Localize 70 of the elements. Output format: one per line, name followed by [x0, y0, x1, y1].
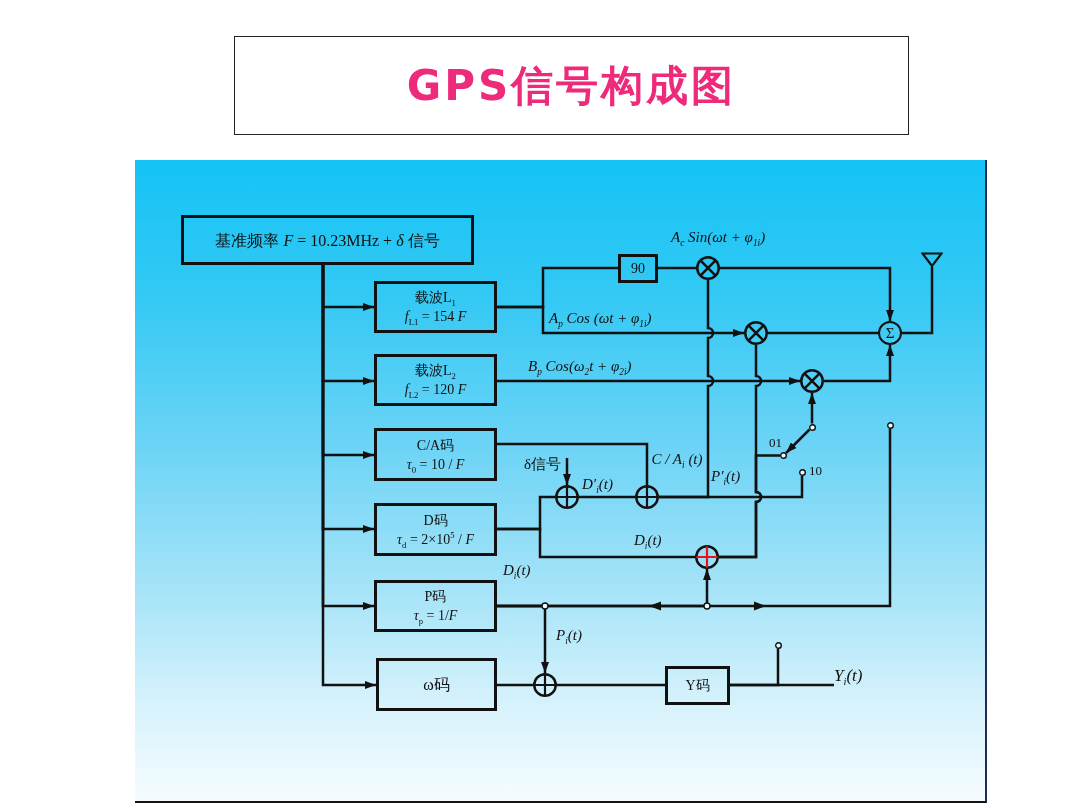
- connector-line: [579, 495, 635, 499]
- process-box: [665, 666, 730, 705]
- arrow: [808, 393, 816, 424]
- arrow: [824, 345, 894, 383]
- arrow: [497, 305, 744, 337]
- terminal-circle: [774, 641, 782, 649]
- signal-label: Y$_{i}$(t): [834, 664, 892, 690]
- connector-line: [557, 683, 665, 687]
- arrow: [720, 266, 894, 321]
- process-box: [374, 580, 497, 632]
- signal-label: C / A$_{i}$ (t): [651, 450, 703, 468]
- title: GPS信号构成图: [406, 59, 737, 112]
- connector-line: [659, 476, 804, 499]
- connector-line: [497, 442, 649, 485]
- box-label: D码: [423, 511, 448, 530]
- box-label: τ$_{d}$ = 2×10$^{5}$ / F: [397, 529, 474, 549]
- antenna-symbol: [921, 252, 943, 267]
- box-label: Y码: [685, 677, 710, 695]
- signal-label: D$_{i}$(t): [503, 561, 531, 579]
- process-box: [374, 428, 497, 481]
- process-box: [374, 354, 497, 406]
- modulo-2-adder-symbol: [635, 485, 659, 509]
- signal-label: B$_{p}$ Cos(ω$_{2}$t + φ$_{2i}$): [528, 357, 632, 375]
- box-label: P码: [424, 588, 447, 606]
- connector-line: [497, 683, 533, 687]
- process-box: [374, 281, 497, 333]
- connector-line: [658, 266, 696, 270]
- box-label: τ$_{p}$ = 1/F: [413, 607, 458, 625]
- box-label: 基准频率 F = 10.23MHz + δ 信号: [215, 230, 440, 250]
- signal-label: A$_{p}$ Cos (ωt + φ$_{1i}$): [549, 309, 652, 327]
- signal-label: D$_{i}$(t): [634, 531, 662, 549]
- multiplier-symbol: [800, 369, 824, 393]
- signal-label: D′$_{i}$(t): [582, 475, 613, 493]
- sum-sign: Σ: [885, 325, 895, 341]
- formula-label: A$_{c}$ Sin(ωt + φ$_{1i}$): [671, 228, 766, 246]
- contact-label: 10: [809, 462, 822, 480]
- arrow: [497, 377, 800, 385]
- multiplier-symbol: [744, 321, 768, 345]
- box-label: ω码: [423, 675, 450, 694]
- connector-line: [768, 331, 878, 335]
- process-box: [376, 658, 497, 711]
- box-label: 载波L$_{1}$: [415, 289, 456, 307]
- terminal-circle: [886, 421, 894, 429]
- switch-contact: [798, 469, 806, 476]
- connector-line: [730, 648, 780, 687]
- box-label: 载波L$_{2}$: [415, 362, 456, 380]
- box-label: 90: [631, 260, 645, 278]
- signal-label: P$_{i}$(t): [556, 626, 582, 644]
- box-label: C/A码: [416, 436, 455, 455]
- signal-label: P′$_{i}$(t): [711, 467, 741, 485]
- signal-label: δ信号: [511, 452, 567, 476]
- modulo-2-adder-symbol: [555, 485, 579, 509]
- contact-label: 01: [769, 434, 782, 452]
- modulo-2-adder-symbol: [533, 673, 557, 697]
- multiplier-symbol: [696, 256, 720, 280]
- connector-line: [497, 527, 695, 559]
- process-box: [374, 503, 497, 556]
- arrow: [321, 265, 376, 689]
- switch-contact: [780, 452, 787, 459]
- box-label: f$_{L1}$ = 154 F: [404, 308, 467, 326]
- connector-line: [719, 454, 780, 559]
- arrow: [785, 428, 811, 454]
- connector-line: [902, 267, 934, 335]
- box-label: f$_{L2}$ = 120 F: [404, 381, 467, 399]
- process-box: [181, 215, 474, 265]
- switch-pivot: [808, 423, 816, 431]
- modulo-2-adder-symbol: [695, 545, 719, 569]
- summing-circle: [878, 321, 902, 345]
- box-label: τ$_{0}$ = 10 / F: [406, 455, 465, 474]
- process-box: [618, 254, 658, 283]
